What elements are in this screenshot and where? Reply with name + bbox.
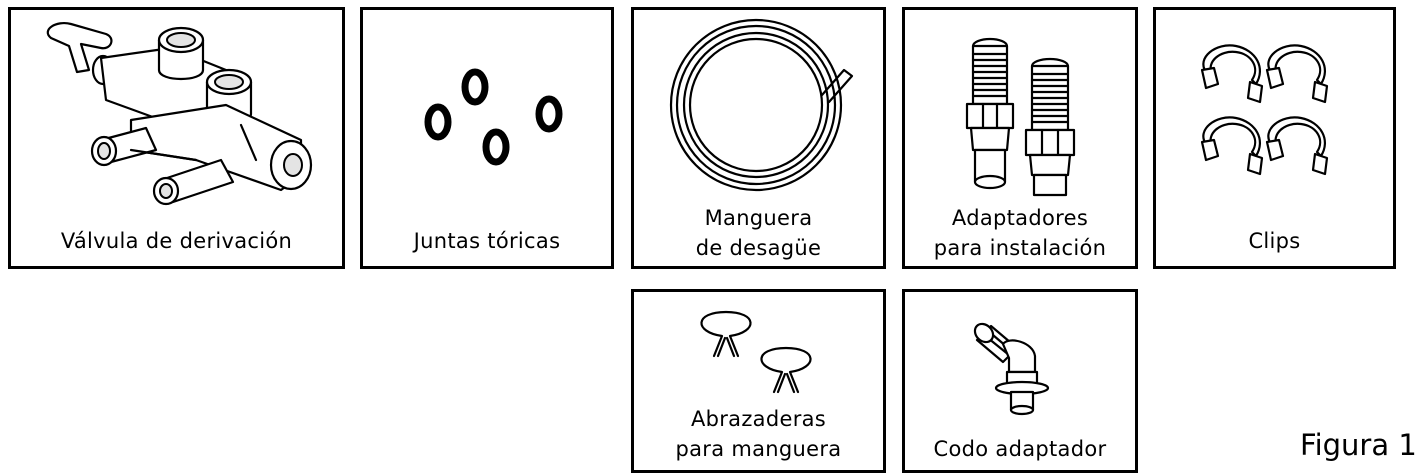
bypass-valve-icon — [46, 22, 313, 206]
part-box-hose-clamps: Abrazaderas para manguera — [631, 289, 886, 473]
figure-caption: Figura 1 — [1300, 428, 1417, 462]
part-box-o-rings: Juntas tóricas — [360, 7, 614, 269]
part-label: Clips — [1248, 229, 1301, 253]
part-box-bypass-valve: Válvula de derivación — [8, 7, 345, 269]
o-rings-icon — [424, 68, 563, 166]
part-label: Manguera de desagüe — [695, 206, 822, 260]
part-box-elbow-adapter: Codo adaptador — [902, 289, 1138, 473]
part-label: Adaptadores para instalación — [933, 206, 1107, 260]
part-label: Válvula de derivación — [60, 229, 293, 253]
part-label: Codo adaptador — [933, 437, 1107, 461]
coiled-hose-icon — [669, 18, 854, 192]
part-box-clips: Clips — [1153, 7, 1396, 269]
part-box-install-adapters: Adaptadores para instalación — [902, 7, 1138, 269]
part-label: Juntas tóricas — [413, 229, 561, 253]
elbow-adapter-icon — [973, 322, 1050, 416]
part-box-drain-hose: Manguera de desagüe — [631, 7, 886, 269]
threaded-adapters-icon — [965, 37, 1076, 197]
clips-icon — [1200, 44, 1329, 176]
part-label: Abrazaderas para manguera — [675, 407, 842, 461]
hose-clamps-icon — [700, 310, 812, 394]
